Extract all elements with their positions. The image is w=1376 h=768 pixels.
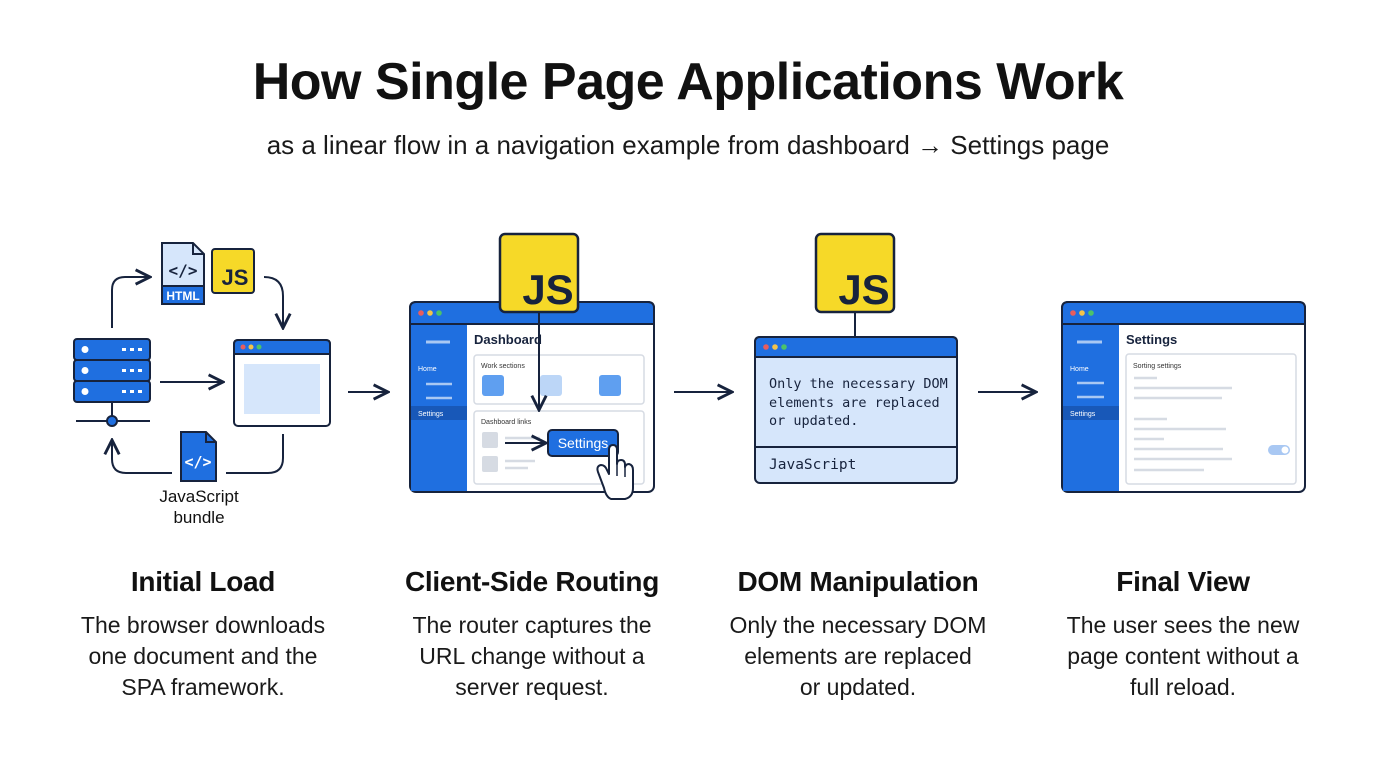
step4-desc-line: full reload. [1129,674,1237,700]
step2-description: The router captures the URL change witho… [372,610,692,703]
section-sorting: Sorting settings [1133,363,1182,370]
settings-link-button[interactable]: Settings [547,429,619,457]
step1-desc-line: The browser downloads [80,612,326,638]
nav-home: Home [1070,366,1089,373]
section-work: Work sections [481,363,525,370]
step3-heading: DOM Manipulation [737,566,979,597]
bundle-label-line1: JavaScript [159,487,239,506]
js-logo-icon: JS [211,248,255,294]
code-footer: JavaScript [769,457,856,473]
html-label: HTML [166,289,199,303]
step2-caption: Client-Side Routing The router captures … [372,566,692,703]
js-logo-icon: JS [498,232,580,314]
toggle-switch[interactable] [1268,445,1290,455]
svg-text:</>: </> [184,453,211,471]
diagram-title: How Single Page Applications Work [252,53,1124,111]
window-title-dashboard: Dashboard [474,332,542,347]
step2-desc-line: The router captures the [412,612,652,638]
step2-heading: Client-Side Routing [404,566,660,597]
step4-desc-line: page content without a [1067,643,1299,669]
step4-desc-line: The user sees the new [1066,612,1300,638]
section-links: Dashboard links [481,419,532,426]
browser-window-icon [233,339,331,427]
step4-illustration: Home Settings Settings Sorting settings [1061,301,1306,493]
nav-settings: Settings [418,411,444,418]
js-label: JS [522,266,573,313]
step1-caption: Initial Load The browser downloads one d… [43,566,363,703]
nav-home: Home [418,366,437,373]
code-line-3: or updated. [769,413,858,429]
step3-desc-line: or updated. [799,674,917,700]
step3-illustration: JS Only the necessary DOM elements are r… [754,232,958,484]
javascript-bundle-icon: </> [180,431,217,482]
diagram-art: </> HTML JS </> JavaScript bundle [73,232,1306,527]
code-line-2: elements are replaced [769,395,940,411]
code-line-1: Only the necessary DOM [769,376,948,392]
step1-desc-line: SPA framework. [121,674,285,700]
step2-desc-line: server request. [455,674,609,700]
js-label: JS [222,265,249,290]
js-label: JS [838,266,889,313]
step4-heading: Final View [1116,566,1250,597]
step4-caption: Final View The user sees the new page co… [1023,566,1343,703]
svg-text:</>: </> [169,261,198,280]
step3-desc-line: elements are replaced [744,643,972,669]
settings-button-label: Settings [558,435,609,451]
step4-description: The user sees the new page content witho… [1023,610,1343,703]
step1-description: The browser downloads one document and t… [43,610,363,703]
html-file-icon: </> HTML [161,242,205,305]
step2-illustration: Home Settings Dashboard Work sections Da… [409,232,655,500]
step3-caption: DOM Manipulation Only the necessary DOM … [698,566,1018,703]
diagram-subtitle: as a linear flow in a navigation example… [266,130,1110,160]
settings-window: Home Settings Settings Sorting settings [1061,301,1306,493]
nav-settings: Settings [1070,411,1096,418]
server-icon [73,338,151,427]
step1-illustration: </> HTML JS </> JavaScript bundle [73,242,331,527]
step2-desc-line: URL change without a [419,643,645,669]
pointer-hand-icon [596,444,634,500]
step3-description: Only the necessary DOM elements are repl… [698,610,1018,703]
dom-update-window: Only the necessary DOM elements are repl… [754,336,958,484]
step3-desc-line: Only the necessary DOM [729,612,987,638]
step1-heading: Initial Load [130,566,276,597]
js-logo-icon: JS [814,232,896,314]
window-title-settings: Settings [1126,332,1177,347]
step1-desc-line: one document and the [88,643,318,669]
bundle-label-line2: bundle [173,508,224,527]
